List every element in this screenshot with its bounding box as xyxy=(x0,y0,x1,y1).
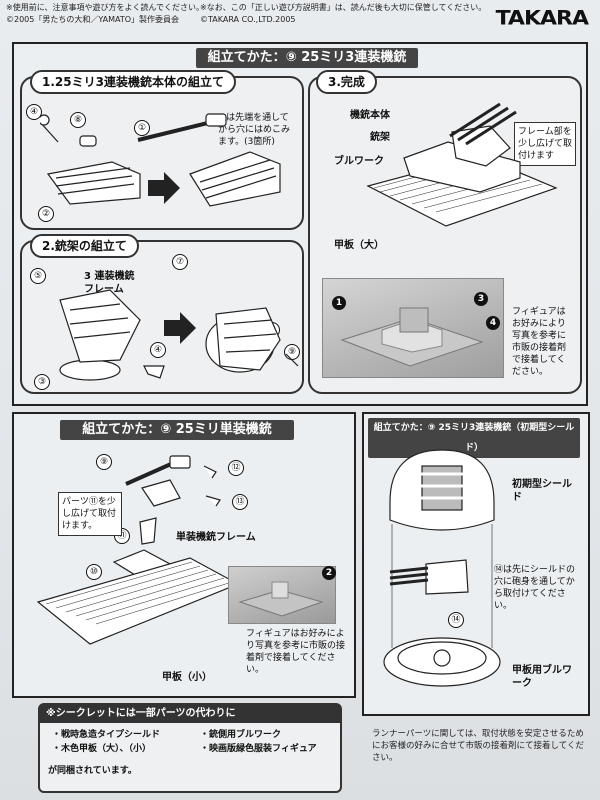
secret-item-figure: ・映画版緑色服装フィギュア xyxy=(200,744,317,754)
gun-body-label: 機銃本体 xyxy=(350,110,390,121)
secret-item-shield: ・戦時急造タイプシールド xyxy=(52,730,161,740)
single-part-9: ⑨ xyxy=(96,454,112,470)
header-note-copyright-takara: ©TAKARA CO.,LTD.2005 xyxy=(200,15,296,24)
photo-marker-1: 1 xyxy=(332,296,346,310)
part-number-4: ④ xyxy=(26,104,42,120)
single-part-13: ⑬ xyxy=(232,494,248,510)
single-frame-label: 単装機銃フレーム xyxy=(176,532,256,543)
mount-label: 銃架 xyxy=(370,132,390,143)
shield-part-14: ⑭ xyxy=(448,612,464,628)
step1-box xyxy=(20,76,304,230)
header-note-keep: ※なお、この「正しい遊び方説明書」は、読んだ後も大切に保管してください。 xyxy=(200,3,487,12)
step2-illustration xyxy=(59,289,299,381)
single-photo-marker-2: 2 xyxy=(322,566,336,580)
single-photo-note: フィギュアはお好みにより写真を参考に市販の接着剤で接着してください。 xyxy=(246,629,346,675)
header-note-copyright-film: ©2005「男たちの大和／YAMATO」製作委員会 xyxy=(6,15,180,24)
deck-large-label: 甲板（大） xyxy=(334,240,384,251)
part-number-8: ⑧ xyxy=(70,112,86,128)
frame-label: 3 連装機銃フレーム xyxy=(84,271,135,295)
step2-title: 2.銃架の組立て xyxy=(30,234,139,258)
shield-note: ⑭は先にシールドの穴に砲身を通してから取付けてください。 xyxy=(494,565,576,611)
secret-item-bulwark: ・銃側用ブルワーク xyxy=(200,730,282,740)
takara-logo: TAKARA xyxy=(495,7,589,30)
secret-item-deck: ・木色甲板（大）、（小） xyxy=(52,744,152,754)
header-notes-left: ※使用前に、注意事項や遊び方をよく読んでください。 ©2005「男たちの大和／Y… xyxy=(6,2,204,26)
deck-small-label: 甲板（小） xyxy=(162,672,212,683)
step1-title: 1.25ミリ3連装機銃本体の組立て xyxy=(30,70,236,94)
step3-photo-note: フィギュアはお好みにより写真を参考に市販の接着剤で接着してください。 xyxy=(512,307,567,377)
secret-parts-head: ※シークレットには一部パーツの代わりに xyxy=(40,705,340,723)
shield-banner: 組立てかた：⑨ 25ミリ3連装機銃（初期型シールド） xyxy=(368,418,580,458)
deck-bulwark-label: 甲板用ブルワーク xyxy=(512,665,572,689)
part-number-3: ③ xyxy=(34,374,50,390)
part-number-4b: ④ xyxy=(150,342,166,358)
secret-parts-box: ※シークレットには一部パーツの代わりに ・戦時急造タイプシールド ・木色甲板（大… xyxy=(38,703,342,793)
step1-illustration xyxy=(40,113,281,207)
header-notes-right: ※なお、この「正しい遊び方説明書」は、読んだ後も大切に保管してください。 ©TA… xyxy=(200,2,486,26)
single-part-10: ⑩ xyxy=(86,564,102,580)
photo-marker-4: 4 xyxy=(486,316,500,330)
frame-callout: フレーム部を少し広げて取付けます xyxy=(514,122,576,166)
header-note-usage: ※使用前に、注意事項や遊び方をよく読んでください。 xyxy=(6,3,205,12)
photo-model-shape xyxy=(340,307,484,367)
part-number-2: ② xyxy=(38,206,54,222)
step3-title: 3.完成 xyxy=(316,70,377,94)
initial-shield-label: 初期型シールド xyxy=(512,479,572,503)
shield-illustration xyxy=(383,449,501,687)
runner-parts-note: ランナーパーツに関しては、取付状態を安定させるためにお客様の好みに合せて市販の接… xyxy=(372,729,584,763)
photo-marker-3: 3 xyxy=(474,292,488,306)
single-photo-model xyxy=(238,581,324,617)
top-banner: 組立てかた：⑨ 25ミリ3連装機銃 xyxy=(196,48,418,68)
single-gun-callout: パーツ⑪を少し広げて取付けます。 xyxy=(58,492,122,536)
step3-illustration xyxy=(366,102,558,227)
part-number-7: ⑦ xyxy=(172,254,188,270)
part-number-1: ① xyxy=(134,120,150,136)
step1-note: ①は先端を通してから穴にはめこみます。(3箇所) xyxy=(218,113,291,147)
single-part-12: ⑫ xyxy=(228,460,244,476)
single-gun-illustration xyxy=(36,455,240,645)
secret-tail: が同梱されています。 xyxy=(48,766,137,776)
single-gun-banner: 組立てかた：⑨ 25ミリ単装機銃 xyxy=(60,420,294,440)
part-number-5: ⑤ xyxy=(30,268,46,284)
bulwark-label: ブルワーク xyxy=(334,156,384,167)
